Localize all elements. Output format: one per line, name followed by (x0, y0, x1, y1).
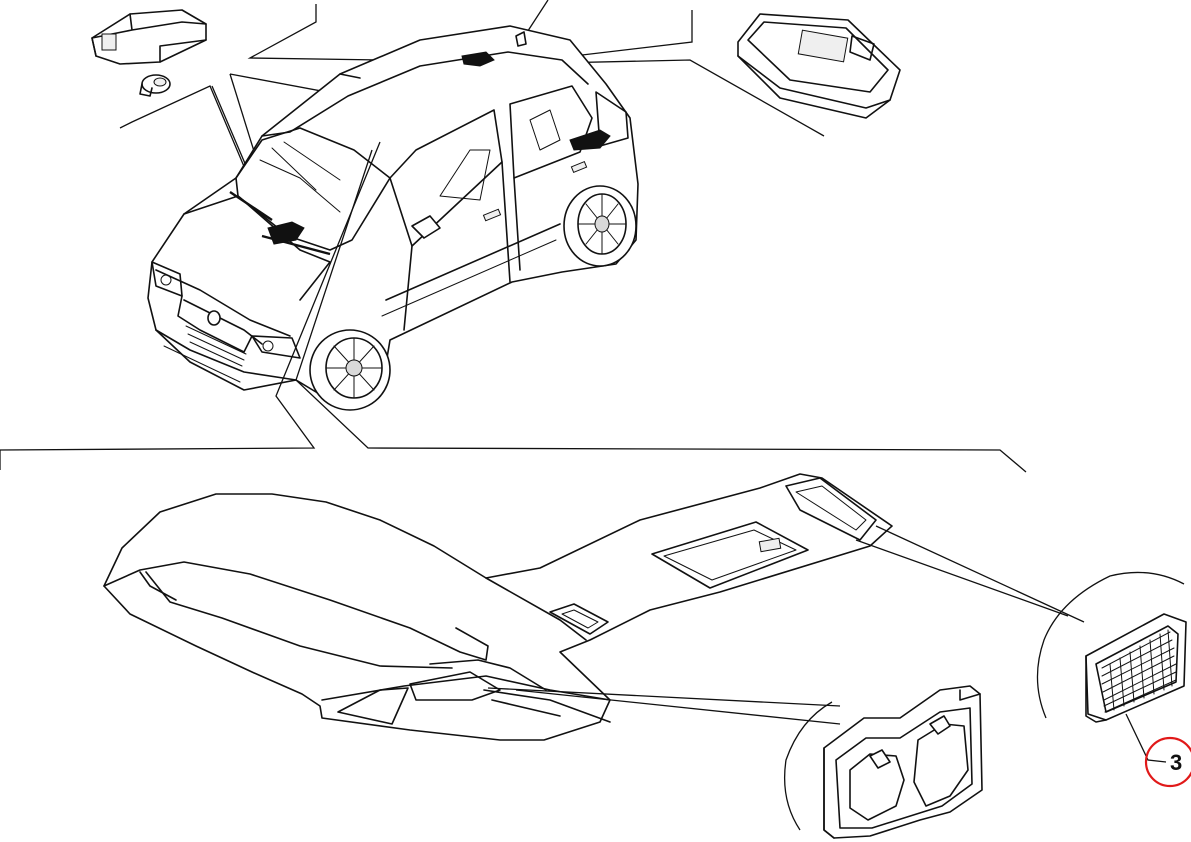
roof-lamp-marker (461, 51, 495, 67)
callout-3: 3 (1144, 736, 1191, 788)
callout-highlight-ring (1144, 736, 1191, 788)
leader-bulb-to-car (119, 85, 271, 229)
rear-reading-lamp-part (1085, 613, 1187, 723)
car-illustration (147, 25, 639, 411)
front-map-lamp-part (823, 685, 983, 839)
leader-part-3 (1125, 713, 1167, 763)
courtesy-lamp-part (737, 13, 901, 119)
headliner-panel (103, 473, 893, 741)
lamp-holder-part (91, 9, 207, 65)
bulb-part (139, 74, 171, 97)
callout-number: 3 (1170, 750, 1182, 775)
lens-grid (1101, 629, 1177, 713)
rear-lamp-marker (569, 129, 611, 151)
front-lamp-marker (267, 221, 305, 245)
